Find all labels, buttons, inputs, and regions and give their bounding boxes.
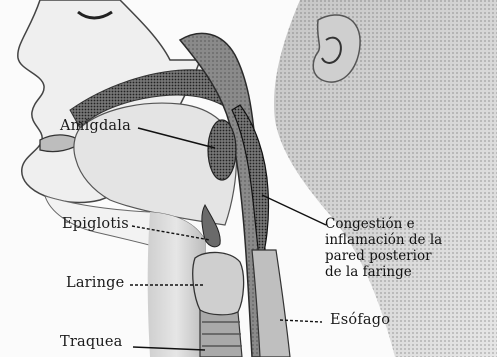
annotation-line-4: de la faringe bbox=[325, 264, 497, 280]
tonsil bbox=[208, 120, 236, 180]
leader-inflamed-wall bbox=[262, 195, 326, 225]
annotation-line-2: inflamación de la bbox=[325, 232, 497, 248]
annotation-line-1: Congestión e bbox=[325, 216, 497, 232]
label-esofago: Esófago bbox=[330, 312, 390, 328]
label-laringe: Laringe bbox=[66, 275, 124, 291]
inflammation-annotation: Congestión e inflamación de la pared pos… bbox=[325, 216, 497, 280]
annotation-line-3: pared posterior bbox=[325, 248, 497, 264]
label-amigdala: Amigdala bbox=[60, 118, 131, 134]
neck-texture bbox=[274, 0, 497, 357]
label-epiglotis: Epiglotis bbox=[62, 216, 129, 232]
label-traquea: Traquea bbox=[60, 334, 123, 350]
